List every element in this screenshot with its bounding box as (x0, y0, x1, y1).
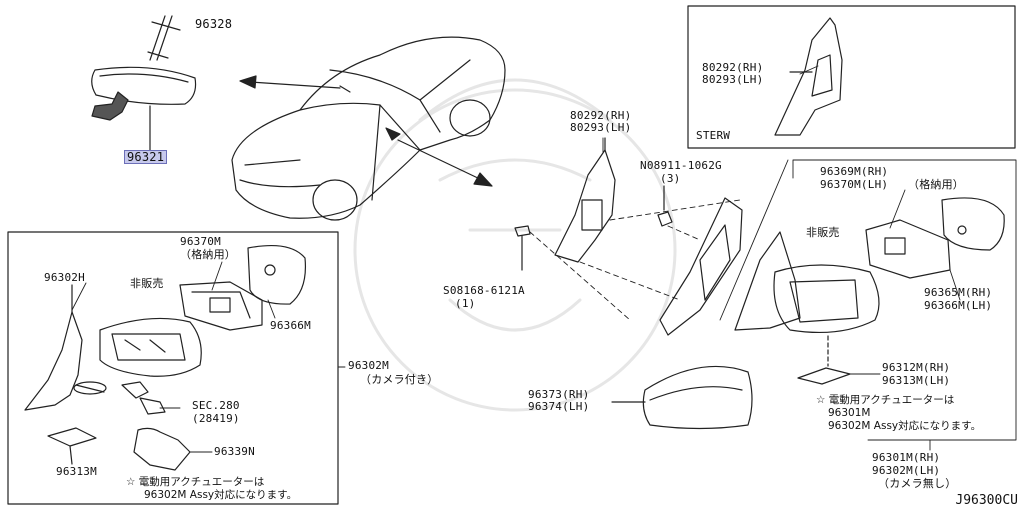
right-note-line-1: ☆ 電動用アクチュエーターは (816, 394, 955, 406)
right-assy-rh[interactable]: 96301M(RH) (872, 451, 941, 464)
center-finisher-drawing (554, 137, 616, 263)
right-actuator-lh[interactable]: 96370M(LH) (820, 178, 889, 191)
rearview-mirror-drawing (91, 15, 197, 151)
right-glass-rh[interactable]: 96365M(RH) (924, 286, 993, 299)
inset-box (687, 5, 1016, 149)
left-harness-drawing (121, 381, 191, 471)
left-glass-back-drawing (247, 245, 307, 305)
harness-part-number[interactable]: 96339N (214, 445, 255, 458)
inset-part-rh[interactable]: 80292(RH) (702, 61, 764, 74)
inset-finisher-drawing (774, 17, 843, 136)
right-actuator-rh[interactable]: 96369M(RH) (820, 165, 889, 178)
car-drawing (231, 36, 506, 221)
right-assy-lh[interactable]: 96302M(LH) (872, 464, 941, 477)
sec-sub-reference: (28419) (192, 412, 240, 425)
left-glass-drawing (24, 284, 107, 411)
inset-box-label: STERW (696, 129, 731, 142)
screw-drawing (514, 225, 531, 271)
screw-qty: (1) (455, 297, 476, 310)
right-lower-cover-lh[interactable]: 96313M(LH) (882, 374, 951, 387)
right-not-for-sale: 非販売 (806, 226, 840, 239)
mirror-base-drawing (659, 197, 743, 336)
right-lower-cover-rh[interactable]: 96312M(RH) (882, 361, 951, 374)
left-note-line-1: ☆ 電動用アクチュエーターは (126, 476, 265, 488)
mirror-assy-part-number[interactable]: 96302M (348, 359, 389, 372)
screw-part-number[interactable]: S08168-6121A (443, 284, 525, 297)
left-glass-part-number[interactable]: 96302H (44, 271, 85, 284)
left-actuator-subtitle: （格納用） (180, 248, 236, 261)
right-note-line-3: 96302M Assy対応になります。 (828, 420, 982, 432)
left-glass-back-part-number[interactable]: 96366M (270, 319, 311, 332)
right-housing-drawing (734, 231, 880, 334)
rearview-mirror-part-number[interactable]: 96321 (124, 150, 168, 164)
mirror-assy-subtitle: （カメラ付き） (360, 373, 439, 386)
watermark-emblem (353, 78, 677, 412)
left-actuator-part-number[interactable]: 96370M (180, 235, 221, 248)
right-note-line-2: 96301M (828, 407, 871, 419)
nut-part-number[interactable]: N08911-1062G (640, 159, 722, 172)
left-lower-cover-drawing (47, 427, 97, 465)
right-lower-cover-drawing (797, 335, 851, 385)
finisher-part-lh[interactable]: 80293(LH) (570, 121, 632, 134)
cover-part-rh[interactable]: 96373(RH) (528, 388, 590, 401)
mirror-cover-drawing (611, 365, 753, 430)
finisher-part-rh[interactable]: 80292(RH) (570, 109, 632, 122)
left-lower-cover-part-number[interactable]: 96313M (56, 465, 97, 478)
arrow-to-door-mirror (397, 139, 493, 187)
left-housing-drawing (99, 317, 202, 377)
right-glass-lh[interactable]: 96366M(LH) (924, 299, 993, 312)
right-glass-back-drawing (941, 197, 1005, 251)
bracket-part-number[interactable]: 96328 (195, 17, 233, 31)
cover-part-lh[interactable]: 96374(LH) (528, 400, 590, 413)
inset-part-lh[interactable]: 80293(LH) (702, 73, 764, 86)
right-assy-subtitle: （カメラ無し） (878, 477, 957, 490)
diagram-reference-code: J96300CU (955, 493, 1018, 508)
right-actuator-subtitle: （格納用） (908, 178, 964, 191)
left-not-for-sale: 非販売 (130, 277, 164, 290)
left-actuator-drawing (179, 281, 263, 331)
nut-drawing (657, 185, 673, 227)
left-note-line-2: 96302M Assy対応になります。 (144, 489, 298, 501)
right-actuator-drawing (865, 219, 951, 279)
left-detail-box (7, 231, 339, 505)
right-assy-bracket (792, 159, 1017, 441)
nut-qty: (3) (660, 172, 681, 185)
arrow-to-rearview (239, 75, 341, 89)
sec-reference[interactable]: SEC.280 (192, 399, 240, 412)
